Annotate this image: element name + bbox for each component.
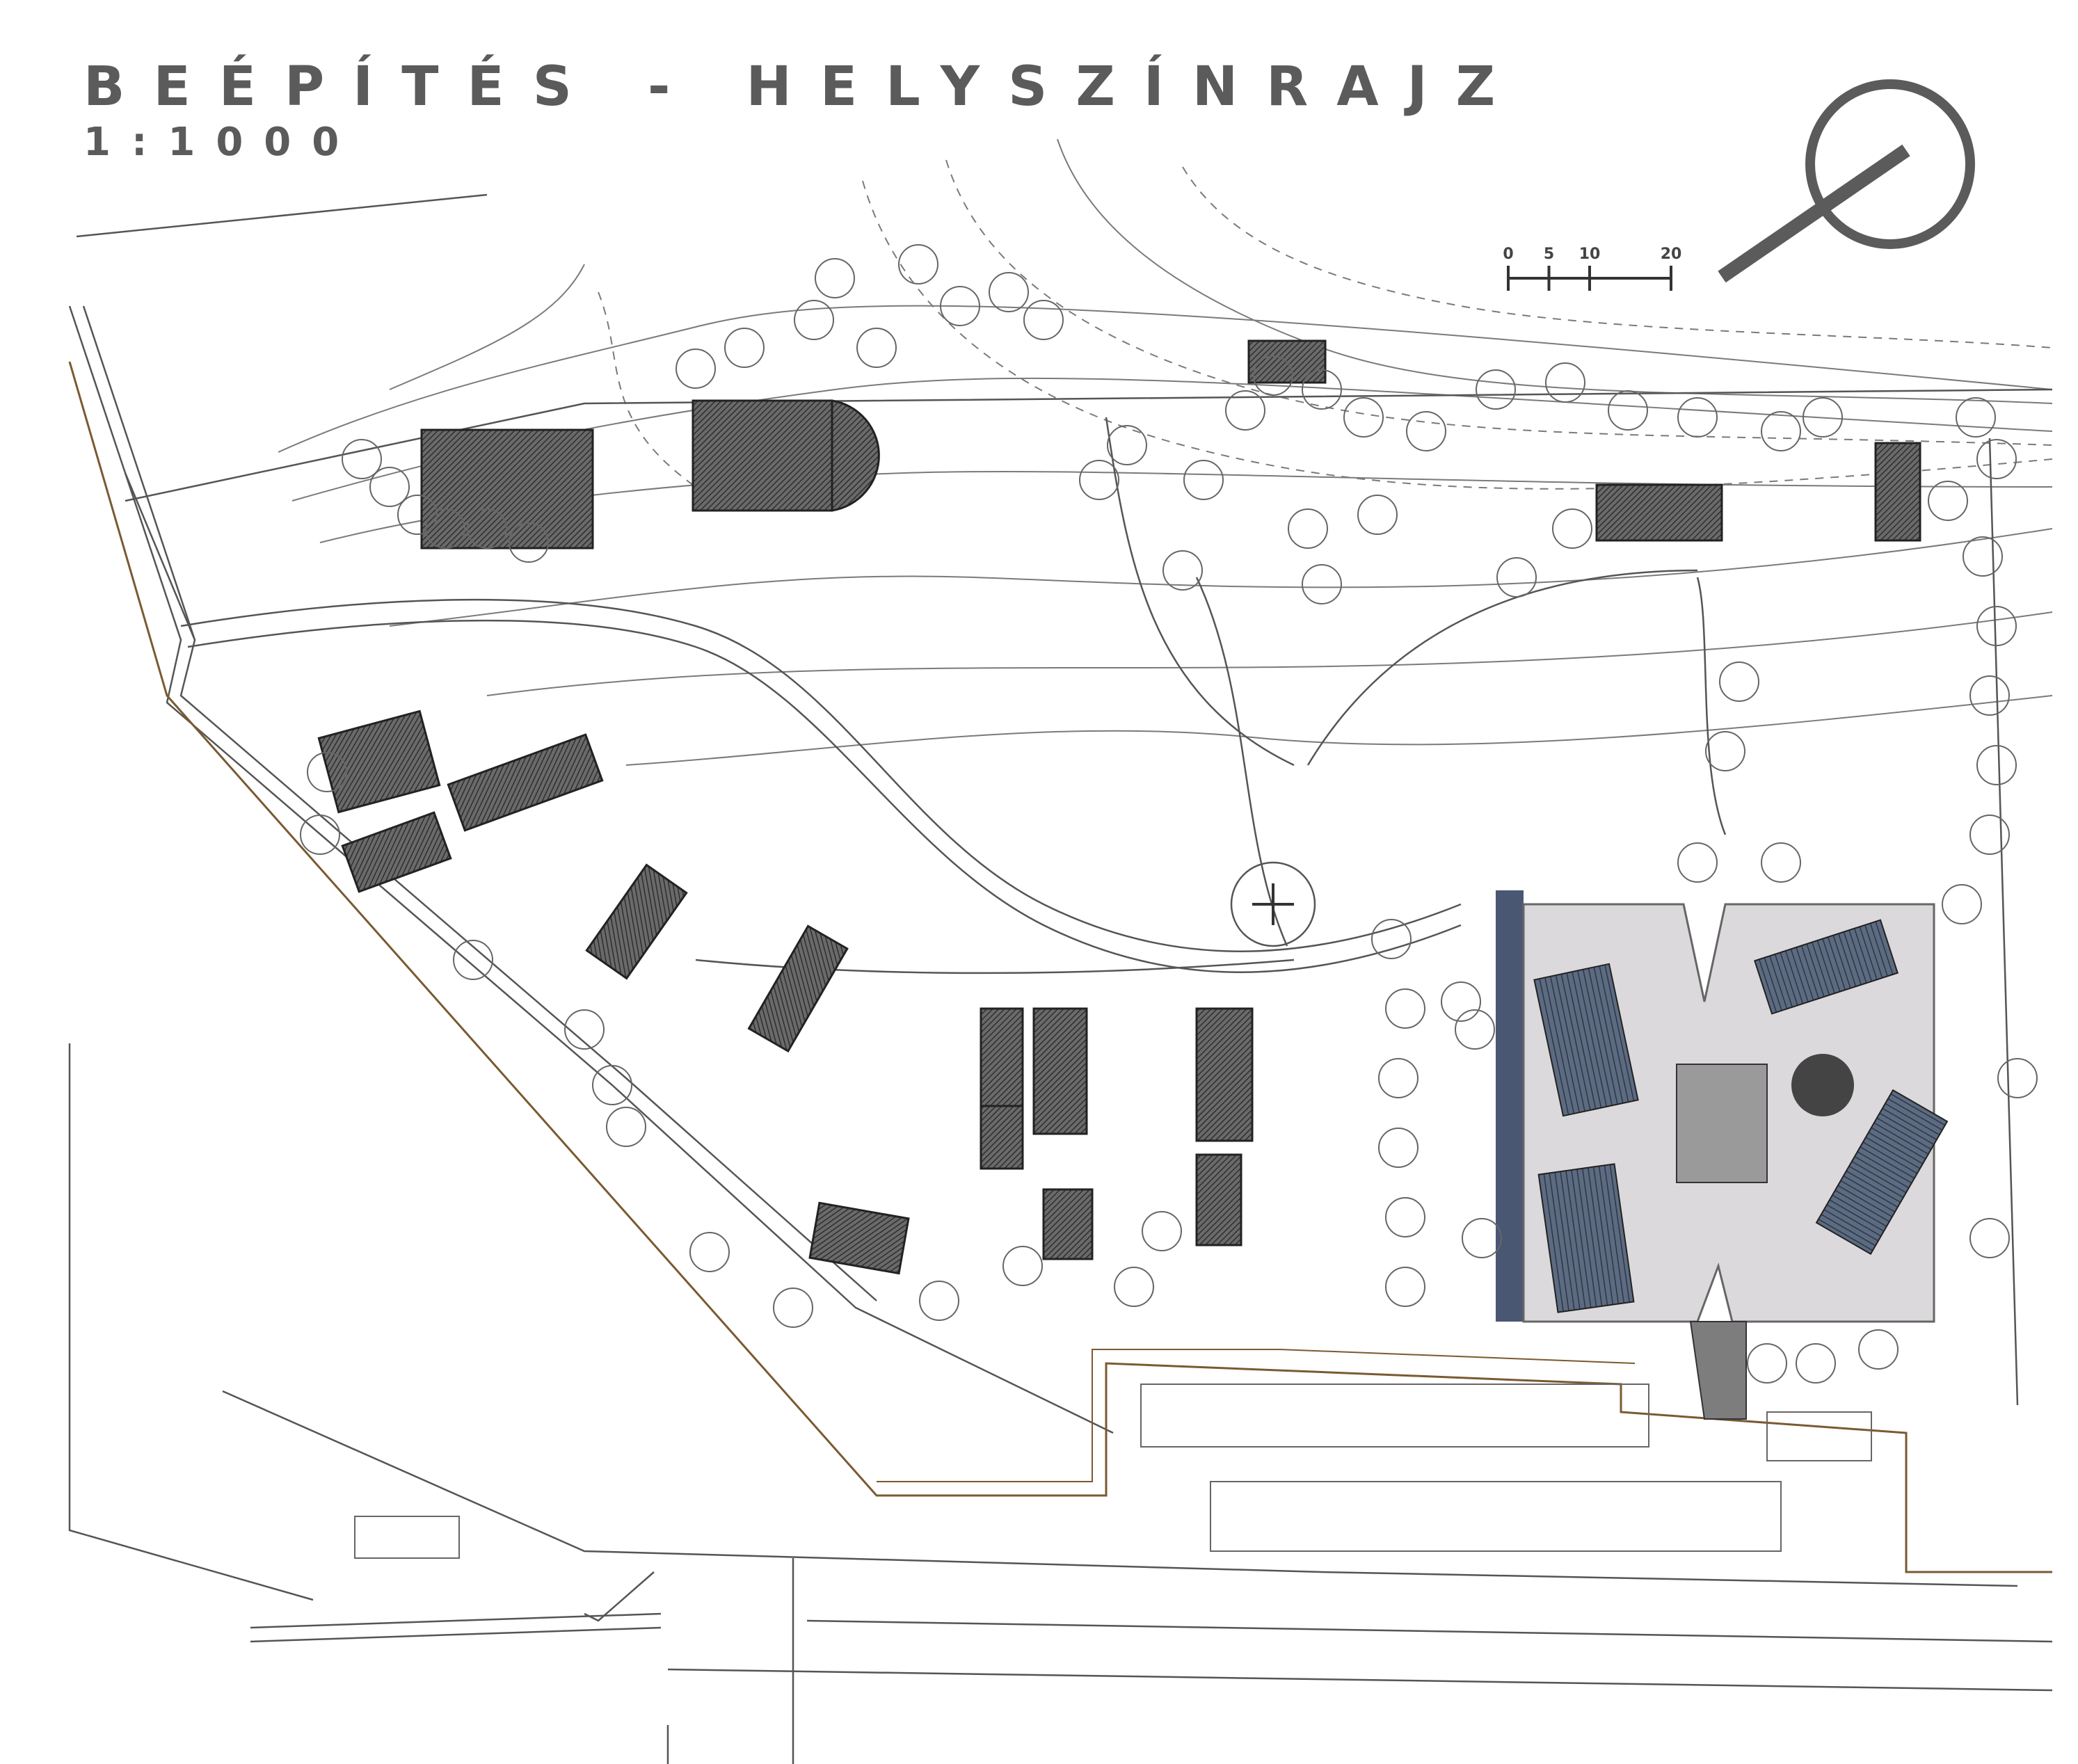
tree-icon bbox=[397, 495, 438, 535]
parking-area bbox=[354, 1384, 1872, 1559]
scale-ratio: 1:1000 bbox=[83, 120, 360, 165]
tree-icon bbox=[1253, 355, 1293, 396]
tree-icon bbox=[453, 940, 493, 980]
tree-icon bbox=[1225, 390, 1265, 431]
tree-icon bbox=[773, 1288, 813, 1328]
tree-icon bbox=[1976, 439, 2017, 479]
tree-icon bbox=[1476, 369, 1516, 410]
tree-icon bbox=[1378, 1128, 1418, 1168]
roundabout bbox=[1230, 861, 1316, 947]
tree-icon bbox=[1761, 411, 1801, 451]
tree-icon bbox=[1302, 564, 1342, 604]
tree-icon bbox=[1378, 1058, 1418, 1098]
existing-buildings bbox=[317, 339, 1921, 1275]
tree-icon bbox=[1928, 481, 1968, 521]
tree-icon bbox=[1002, 1246, 1043, 1286]
tree-icon bbox=[1761, 842, 1801, 883]
tree-icon bbox=[1385, 1197, 1425, 1237]
tree-icon bbox=[1552, 508, 1592, 549]
tree-icon bbox=[369, 467, 410, 507]
tree-icon bbox=[815, 258, 855, 298]
tree-icon bbox=[1796, 1343, 1836, 1384]
tree-icon bbox=[467, 508, 507, 549]
tree-icon bbox=[1545, 362, 1585, 403]
terrain-contours bbox=[278, 138, 2053, 766]
tree-icon bbox=[425, 508, 465, 549]
tree-icon bbox=[606, 1107, 646, 1147]
new-building bbox=[1496, 890, 1949, 1420]
tree-icon bbox=[1719, 662, 1759, 702]
tree-icon bbox=[1963, 536, 2003, 577]
tree-icon bbox=[724, 328, 765, 368]
tree-icon bbox=[856, 328, 897, 368]
tree-icon bbox=[940, 286, 980, 326]
site-boundary bbox=[68, 361, 2052, 1573]
tree-icon bbox=[1455, 1009, 1495, 1050]
tree-icon bbox=[1942, 884, 1982, 924]
tree-icon bbox=[1677, 397, 1718, 438]
tree-icon bbox=[1079, 460, 1119, 500]
tree-icon bbox=[1385, 1267, 1425, 1307]
tree-icon bbox=[1969, 815, 2010, 855]
tree-icon bbox=[1142, 1211, 1182, 1251]
tree-icon bbox=[1858, 1329, 1899, 1370]
tree-icon bbox=[1803, 397, 1843, 438]
tree-icon bbox=[1371, 919, 1412, 959]
tree-icon bbox=[1441, 981, 1481, 1022]
tree-icon bbox=[794, 300, 834, 340]
tree-icon bbox=[1956, 397, 1996, 438]
north-arrow-icon bbox=[1718, 79, 1975, 283]
tree-icon bbox=[509, 522, 549, 563]
tree-icon bbox=[919, 1281, 959, 1321]
tree-icon bbox=[676, 348, 716, 389]
tree-icon bbox=[1357, 495, 1398, 535]
tree-icon bbox=[592, 1065, 632, 1105]
tree-icon bbox=[300, 815, 340, 855]
tree-icon bbox=[342, 439, 382, 479]
scale-bar: 0 5 10 20 bbox=[1503, 246, 1681, 291]
tree-group bbox=[300, 244, 2038, 1384]
tree-icon bbox=[1496, 557, 1537, 598]
tree-icon bbox=[989, 272, 1029, 312]
page-title: BEÉPÍTÉS - HELYSZÍNRAJZ bbox=[83, 56, 1524, 118]
tree-icon bbox=[1969, 1218, 2010, 1258]
tree-icon bbox=[898, 244, 938, 284]
site-boundary-inner bbox=[877, 1349, 1636, 1482]
tree-icon bbox=[1406, 411, 1446, 451]
scale-bar-label: 10 bbox=[1579, 246, 1601, 263]
tree-icon bbox=[1162, 550, 1203, 591]
tree-icon bbox=[1343, 397, 1384, 438]
tree-icon bbox=[1385, 988, 1425, 1029]
tree-icon bbox=[1107, 425, 1147, 465]
tree-icon bbox=[1608, 390, 1648, 431]
tree-icon bbox=[1288, 508, 1328, 549]
tree-icon bbox=[1183, 460, 1224, 500]
tree-icon bbox=[307, 752, 347, 792]
scale-bar-label: 5 bbox=[1544, 246, 1554, 263]
roads bbox=[68, 193, 2053, 1764]
tree-icon bbox=[1705, 731, 1745, 771]
tree-icon bbox=[1976, 606, 2017, 646]
tree-icon bbox=[1023, 300, 1064, 340]
tree-icon bbox=[689, 1232, 730, 1272]
tree-icon bbox=[564, 1009, 605, 1050]
tree-icon bbox=[1747, 1343, 1787, 1384]
tree-icon bbox=[1462, 1218, 1502, 1258]
tree-icon bbox=[1969, 675, 2010, 716]
scale-bar-label: 20 bbox=[1661, 246, 1682, 263]
scale-bar-label: 0 bbox=[1503, 246, 1513, 263]
tree-icon bbox=[1114, 1267, 1154, 1307]
tree-icon bbox=[1677, 842, 1718, 883]
tree-icon bbox=[1997, 1058, 2038, 1098]
tree-icon bbox=[1302, 369, 1342, 410]
tree-icon bbox=[1976, 745, 2017, 785]
